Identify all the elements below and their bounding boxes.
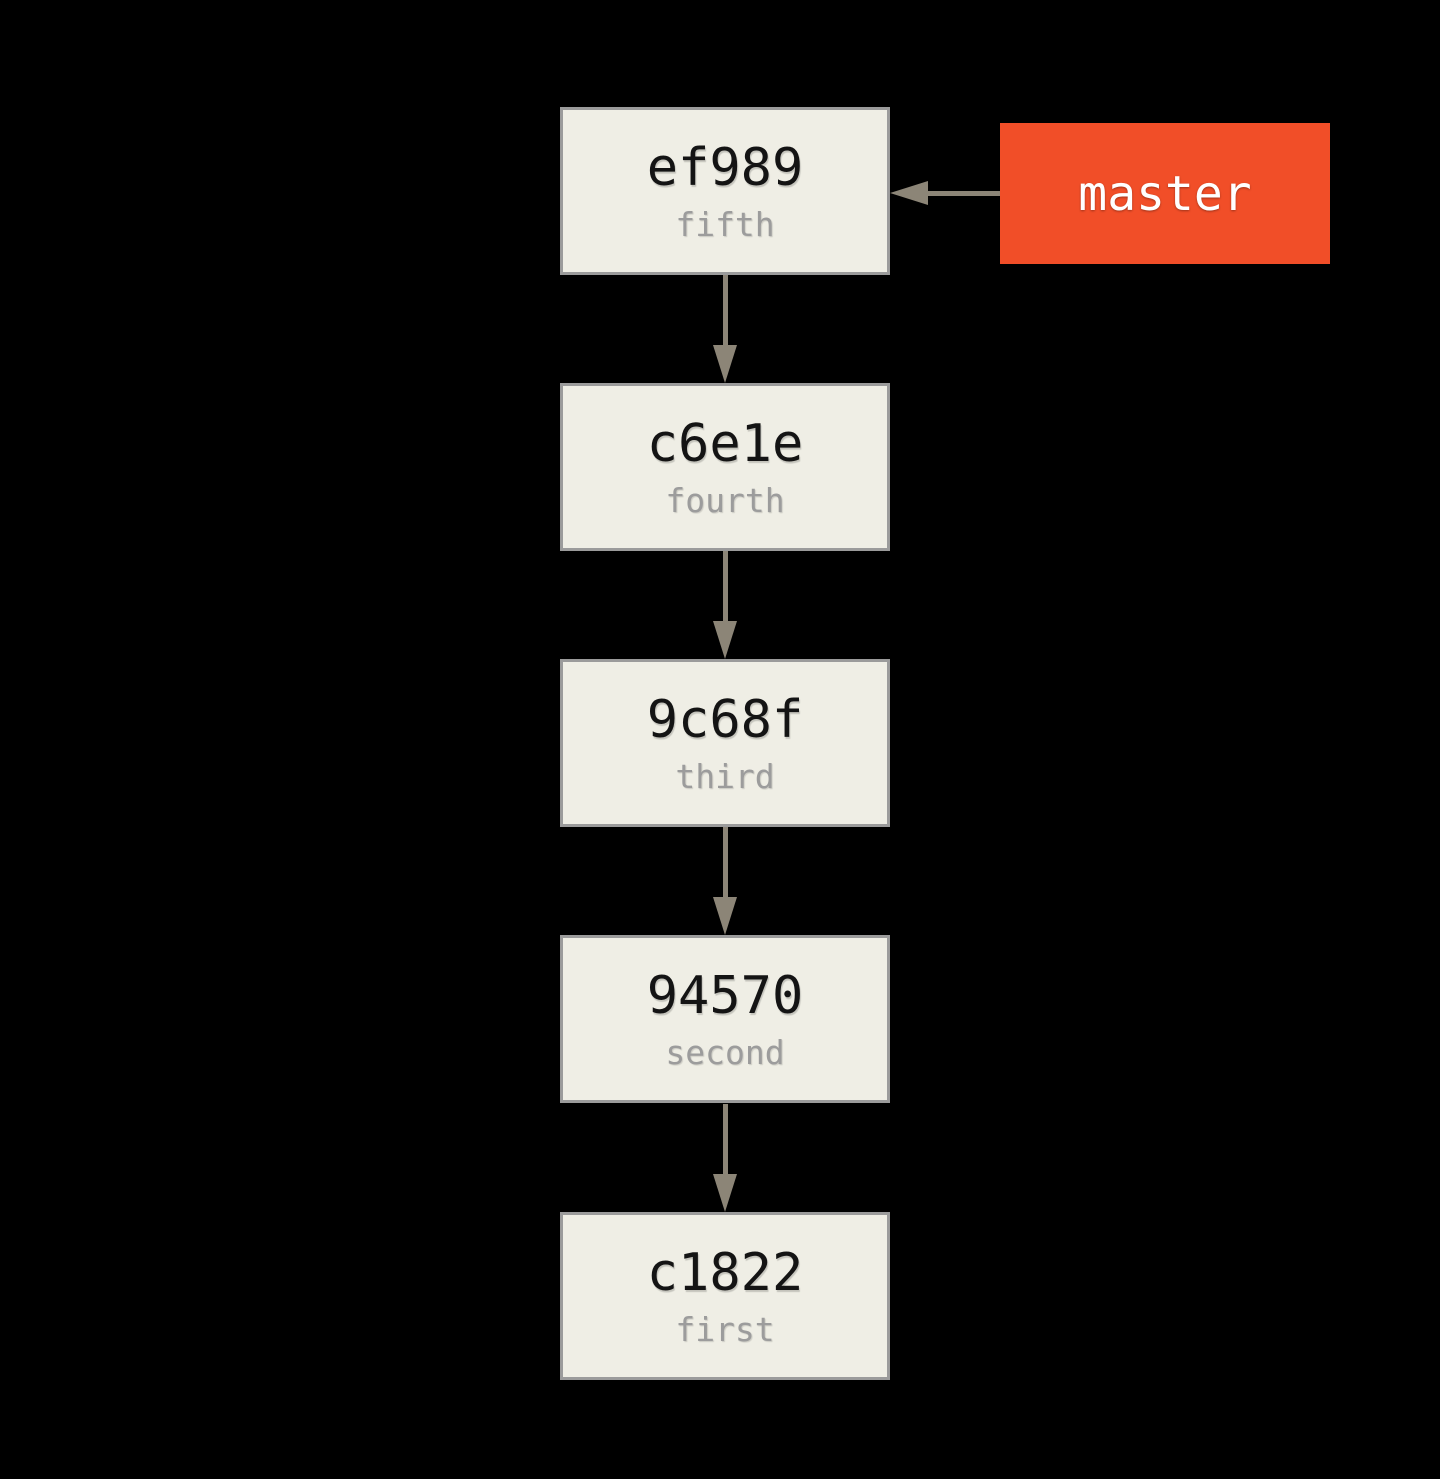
commit-node-first: c1822 first: [560, 1212, 890, 1380]
commit-hash: 94570: [646, 965, 804, 1026]
commit-hash: ef989: [646, 137, 804, 198]
commit-message: fourth: [665, 481, 785, 521]
arrow-shaft: [722, 827, 728, 897]
commit-hash: 9c68f: [646, 689, 804, 750]
commit-hash: c6e1e: [646, 413, 804, 474]
commit-message: second: [665, 1033, 785, 1073]
commit-node-fifth: ef989 fifth: [560, 107, 890, 275]
commit-node-third: 9c68f third: [560, 659, 890, 827]
commit-node-fourth: c6e1e fourth: [560, 383, 890, 551]
arrow-shaft: [722, 1104, 728, 1174]
arrowhead-left-icon: [890, 181, 928, 205]
arrow-shaft: [722, 551, 728, 621]
arrowhead-down-icon: [713, 345, 737, 383]
arrowhead-down-icon: [713, 1174, 737, 1212]
commit-hash: c1822: [646, 1242, 804, 1303]
commit-message: first: [675, 1310, 775, 1350]
commit-message: fifth: [675, 205, 775, 245]
branch-label-master: master: [1000, 123, 1330, 264]
commit-node-second: 94570 second: [560, 935, 890, 1103]
commit-message: third: [675, 757, 775, 797]
arrowhead-down-icon: [713, 621, 737, 659]
arrow-shaft: [722, 275, 728, 345]
arrowhead-down-icon: [713, 897, 737, 935]
arrow-shaft: [926, 190, 1000, 196]
